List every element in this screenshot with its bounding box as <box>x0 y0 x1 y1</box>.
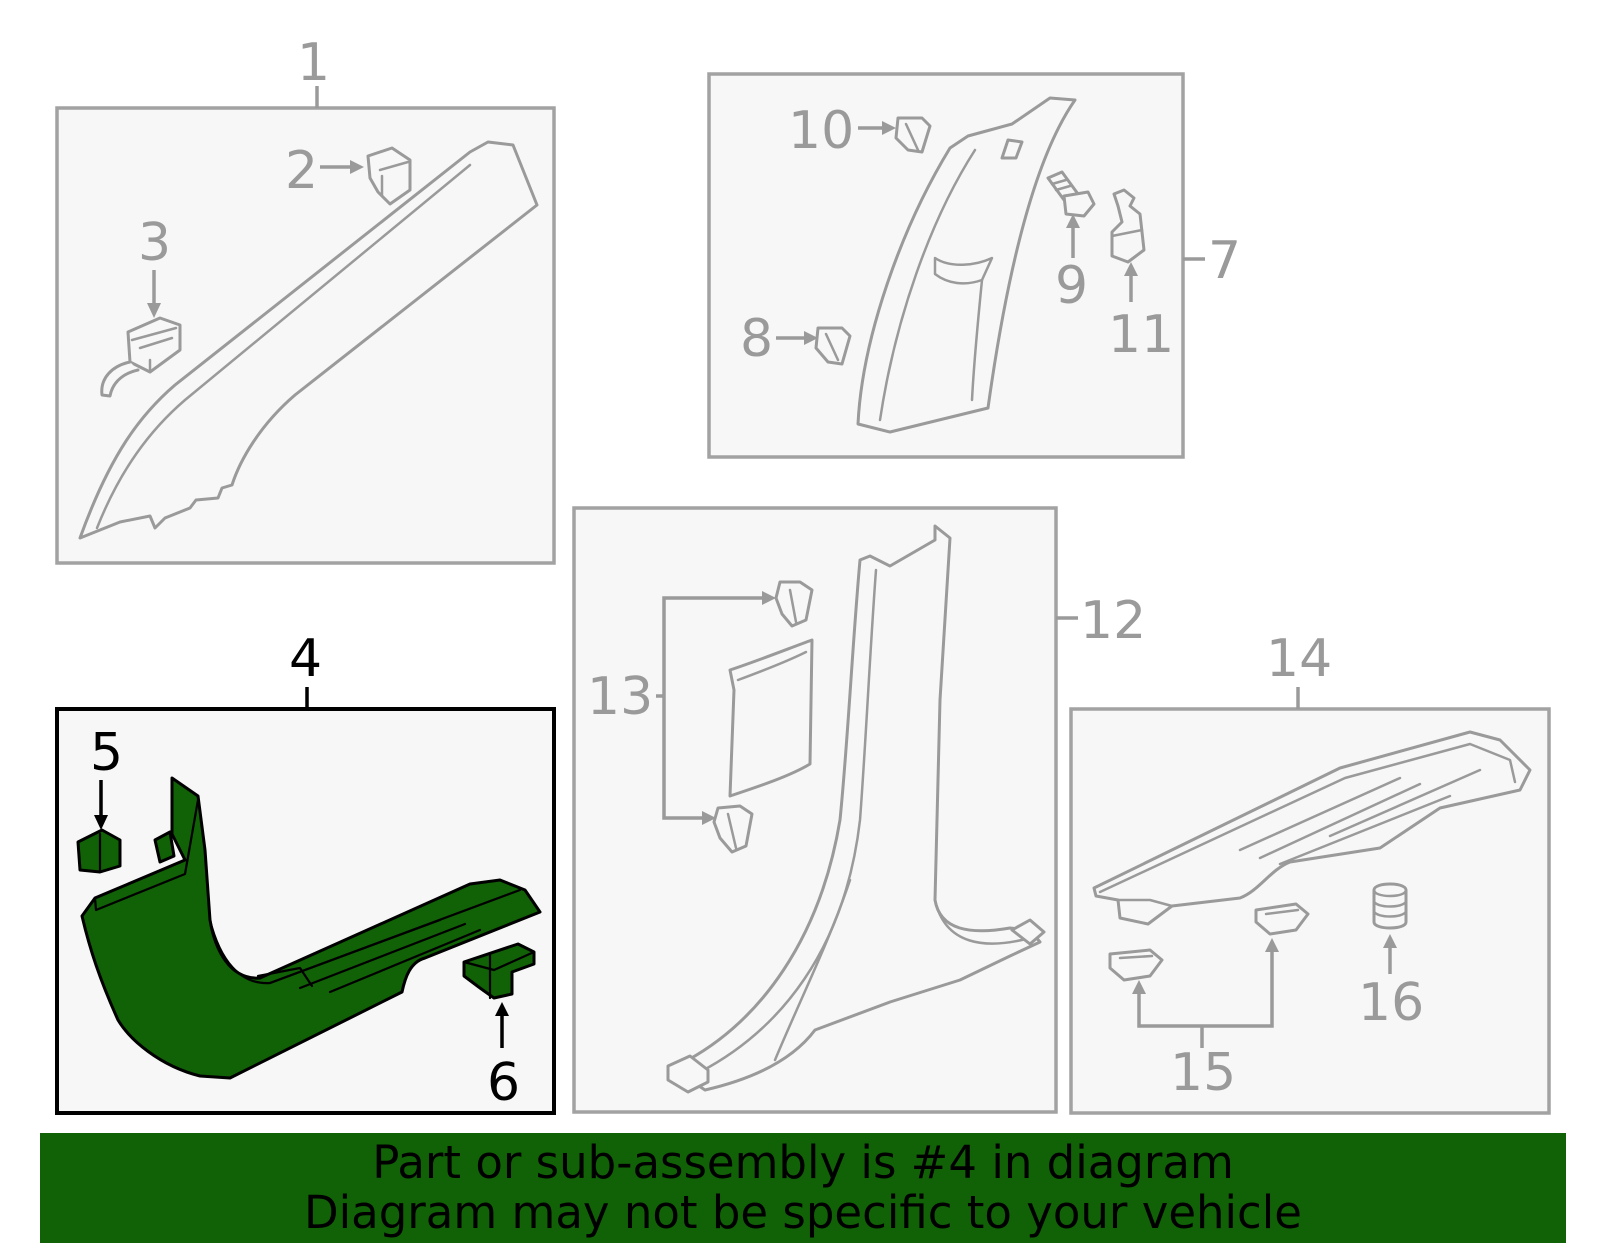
clip-10-icon <box>894 116 932 154</box>
callout-9: 9 <box>1055 256 1088 316</box>
clip-11-icon <box>1110 188 1146 264</box>
group-1-a-pillar-trim: 1 2 3 <box>55 33 556 565</box>
clip-15-left-icon <box>1108 948 1164 982</box>
callout-5: 5 <box>90 723 123 783</box>
callout-13: 13 <box>587 667 653 727</box>
group-7-upper-pillar-trim: 10 9 11 8 7 <box>707 72 1241 459</box>
callout-16: 16 <box>1358 973 1424 1033</box>
callout-14: 14 <box>1266 629 1332 689</box>
clip-15-right-icon <box>1254 902 1310 936</box>
part-notice-banner: Part or sub-assembly is #4 in diagram Di… <box>40 1133 1566 1243</box>
sill-trim-4[interactable] <box>80 776 542 1080</box>
callout-7: 7 <box>1208 231 1241 291</box>
group-14-scuff-plate: 14 15 16 <box>1069 629 1551 1115</box>
clip-5-icon[interactable] <box>76 828 122 874</box>
clip-6-icon[interactable] <box>462 942 536 1000</box>
banner-line-part: Part or sub-assembly is #4 in diagram <box>372 1136 1234 1189</box>
scuff-plate <box>1092 730 1532 926</box>
callout-10: 10 <box>788 101 854 161</box>
callout-15: 15 <box>1170 1043 1236 1103</box>
clip-8-icon <box>814 326 852 366</box>
callout-6: 6 <box>487 1053 520 1113</box>
a-pillar-trim <box>78 140 539 540</box>
clip-13-upper-icon <box>774 580 814 628</box>
clip-13-lower-icon <box>712 804 754 854</box>
callout-4: 4 <box>289 629 322 689</box>
callout-3: 3 <box>138 213 171 273</box>
callout-11: 11 <box>1108 305 1174 365</box>
clip-2-icon <box>366 146 412 206</box>
banner-line-disclaimer: Diagram may not be specific to your vehi… <box>304 1186 1302 1239</box>
callout-2: 2 <box>285 141 318 201</box>
pillar-insert-panel <box>728 638 814 798</box>
group-4-sill-trim-highlighted: 4 5 6 <box>55 629 556 1115</box>
plug-16-icon <box>1372 882 1408 930</box>
retainer-3-icon <box>100 316 182 398</box>
bolt-9-icon <box>1046 170 1096 218</box>
lower-pillar-trim <box>686 524 1042 1092</box>
callout-8: 8 <box>740 309 773 369</box>
group-12-lower-pillar-trim: 13 12 <box>572 506 1146 1114</box>
callout-1: 1 <box>297 33 330 93</box>
callout-12: 12 <box>1080 591 1146 651</box>
